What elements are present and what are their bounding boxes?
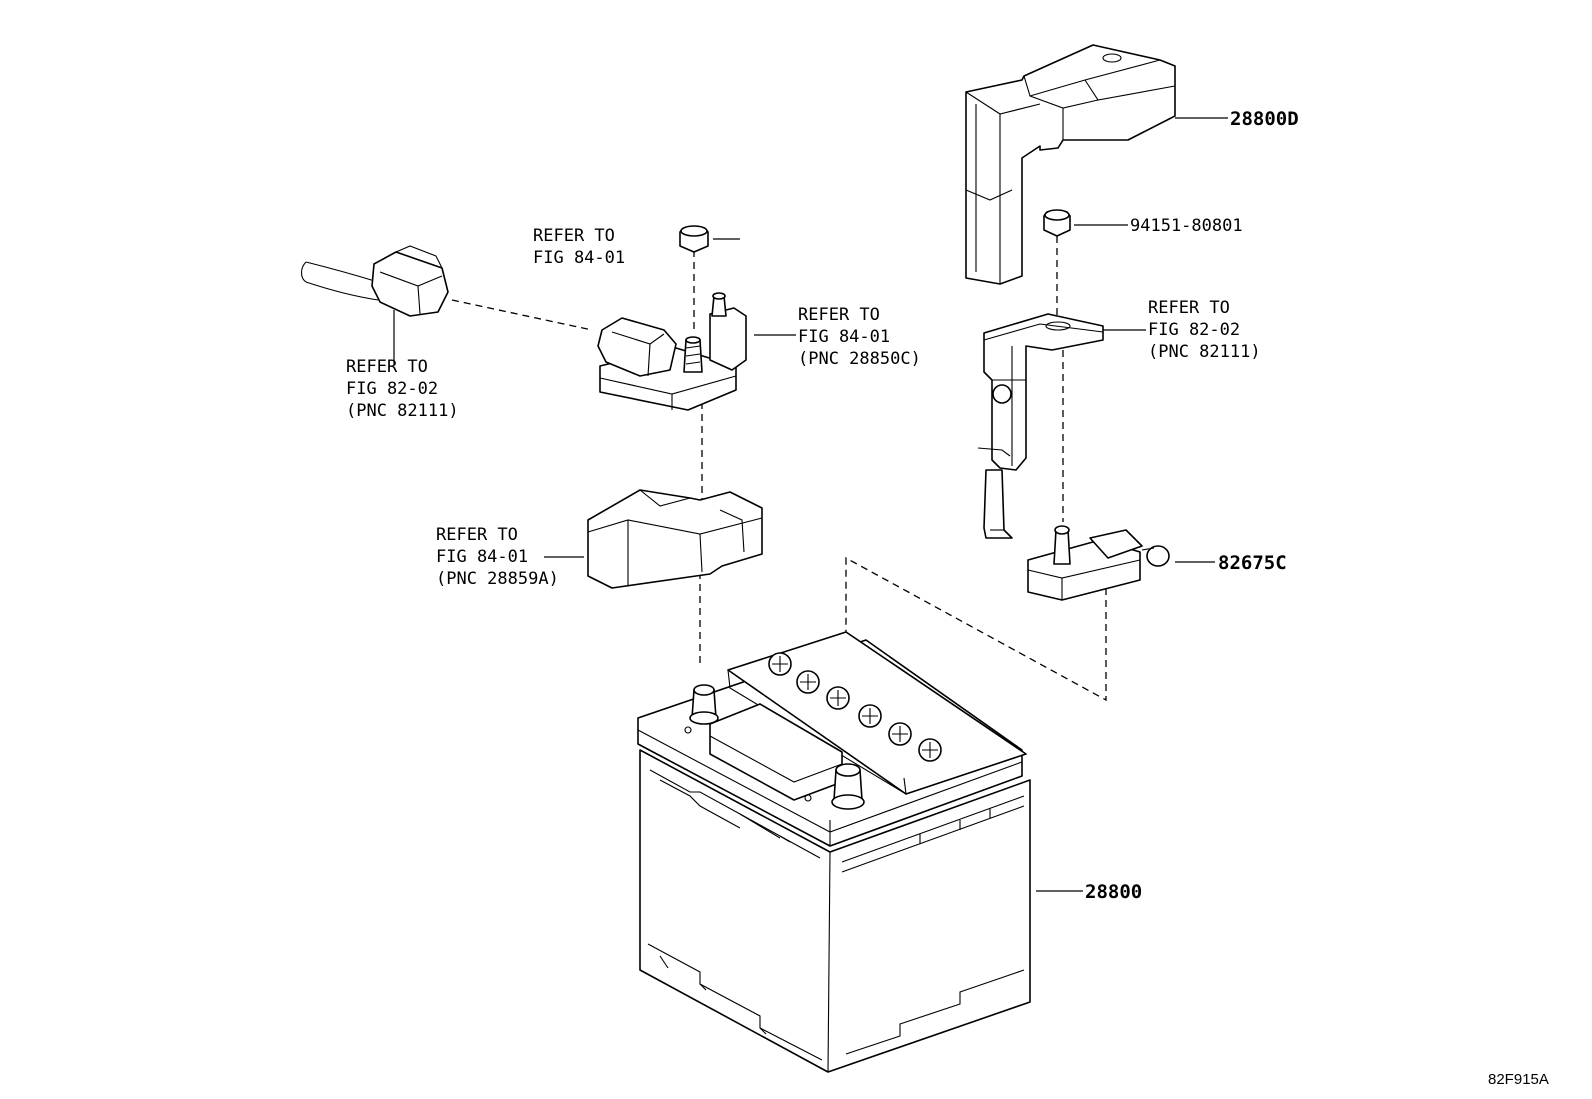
callout-28800D: 28800D: [1230, 108, 1299, 130]
refer-bracket-right-line1: REFER TO: [1148, 298, 1230, 318]
nut-left: [679, 225, 709, 253]
vent-caps: [768, 652, 942, 762]
refer-bracket-right-line3: (PNC 82111): [1148, 342, 1261, 362]
refer-terminal-left-line2: FIG 84-01: [798, 327, 890, 347]
wire-connector-left: [300, 245, 449, 317]
refer-cover-left-line3: (PNC 28859A): [436, 569, 559, 589]
refer-nut-left-line1: REFER TO: [533, 226, 615, 246]
refer-bracket-right-line2: FIG 82-02: [1148, 320, 1240, 340]
refer-connector-line1: REFER TO: [346, 357, 428, 377]
refer-terminal-left-line1: REFER TO: [798, 305, 880, 325]
callout-28800: 28800: [1085, 881, 1142, 903]
callout-94151-80801: 94151-80801: [1130, 216, 1243, 236]
terminal-assembly-left: [597, 292, 747, 411]
figure-id: 82F915A: [1488, 1071, 1549, 1088]
terminal-cover-28800D: [965, 44, 1176, 285]
refer-nut-left-line2: FIG 84-01: [533, 248, 625, 268]
refer-terminal-left-line3: (PNC 28850C): [798, 349, 921, 369]
cable-bracket-right: [977, 313, 1104, 539]
nut-94151-80801: [1043, 209, 1071, 237]
terminal-cover-left: [587, 489, 763, 589]
refer-connector-line3: (PNC 82111): [346, 401, 459, 421]
battery-28800: [637, 631, 1031, 1073]
refer-cover-left-line2: FIG 84-01: [436, 547, 528, 567]
leader-lines: [393, 117, 1228, 892]
refer-connector-line2: FIG 82-02: [346, 379, 438, 399]
refer-cover-left-line1: REFER TO: [436, 525, 518, 545]
callout-labels: 28800D 94151-80801 82675C 28800 REFER TO…: [346, 108, 1549, 1088]
battery-terminal-82675C: [1027, 525, 1170, 601]
callout-82675C: 82675C: [1218, 552, 1287, 574]
